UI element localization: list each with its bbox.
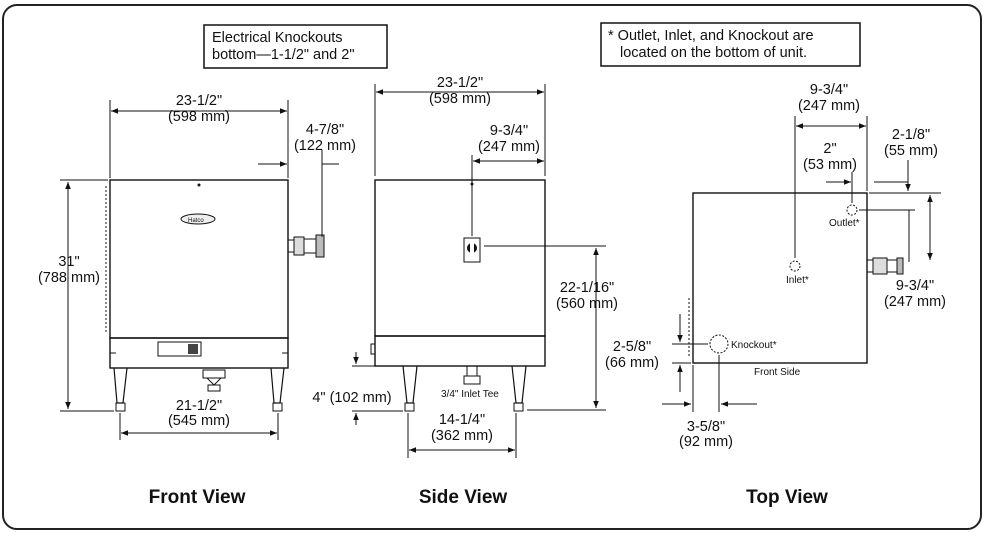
outer-frame bbox=[2, 4, 982, 530]
front-offset-mm: (122 mm) bbox=[294, 138, 356, 154]
side-legspan-mm: (362 mm) bbox=[431, 428, 493, 444]
side-dimension-labels: 23-1/2" (598 mm) 9-3/4" (247 mm) 22-1/16… bbox=[312, 75, 618, 508]
side-power-switch bbox=[463, 237, 481, 263]
top-view-drawing bbox=[688, 192, 904, 364]
front-offset-inch: 4-7/8" bbox=[306, 122, 344, 138]
top-dimension-labels: 9-3/4" (247 mm) 2" (53 mm) 2-1/8" (55 mm… bbox=[605, 82, 946, 508]
side-view-drawing bbox=[370, 179, 546, 412]
top-view-title: Top View bbox=[746, 487, 828, 508]
side-inlet-tee bbox=[463, 365, 481, 385]
top-knockout-x-mm: (92 mm) bbox=[679, 434, 733, 450]
front-view-drawing: Hatco bbox=[105, 179, 325, 412]
top-outlet-spacing-inch: 2" bbox=[823, 141, 836, 157]
top-knockout-y-mm: (66 mm) bbox=[605, 355, 659, 371]
side-height-inch: 22-1/16" bbox=[560, 280, 614, 296]
top-inlet-offset-mm: (247 mm) bbox=[798, 98, 860, 114]
front-width-mm: (598 mm) bbox=[168, 109, 230, 125]
knockouts-note: Electrical Knockouts bottom—1-1/2" and 2… bbox=[203, 24, 388, 69]
front-width-inch: 23-1/2" bbox=[176, 93, 222, 109]
top-outlet-edge-inch: 2-1/8" bbox=[892, 127, 930, 143]
front-dimension-labels: 23-1/2" (598 mm) 4-7/8" (122 mm) 31" (78… bbox=[38, 93, 356, 508]
knockouts-note-line1: Electrical Knockouts bbox=[212, 30, 343, 46]
top-outlet-circle bbox=[846, 204, 858, 216]
side-width-inch: 23-1/2" bbox=[437, 75, 483, 91]
top-front-side-label: Front Side bbox=[754, 367, 801, 378]
front-bottom-valve bbox=[202, 369, 226, 392]
side-inlet-label: 3/4" Inlet Tee bbox=[441, 389, 499, 400]
bottom-note: * Outlet, Inlet, and Knockout are locate… bbox=[600, 22, 861, 67]
top-cabinet bbox=[692, 192, 868, 364]
bottom-note-line2: located on the bottom of unit. bbox=[620, 45, 807, 61]
top-outlet-spacing-mm: (53 mm) bbox=[803, 157, 857, 173]
top-knockout-y-inch: 2-5/8" bbox=[613, 339, 651, 355]
front-height-inch: 31" bbox=[58, 254, 79, 270]
top-knockout-circle bbox=[709, 334, 729, 354]
side-legspan-inch: 14-1/4" bbox=[439, 412, 485, 428]
knockouts-note-line2: bottom—1-1/2" and 2" bbox=[212, 47, 355, 63]
top-outlet-depth-mm: (247 mm) bbox=[884, 294, 946, 310]
top-outlet-fitting bbox=[866, 257, 904, 275]
front-legspan-inch: 21-1/2" bbox=[176, 398, 222, 414]
top-inlet-offset-inch: 9-3/4" bbox=[810, 82, 848, 98]
bottom-note-line1: * Outlet, Inlet, and Knockout are bbox=[608, 28, 814, 44]
side-height-mm: (560 mm) bbox=[556, 296, 618, 312]
front-control-panel bbox=[157, 341, 202, 357]
front-height-mm: (788 mm) bbox=[38, 270, 100, 286]
side-center-mm: (247 mm) bbox=[478, 139, 540, 155]
top-dimension-lines bbox=[662, 116, 941, 412]
top-inlet-circle bbox=[789, 260, 801, 272]
front-dimension-lines bbox=[60, 100, 339, 440]
top-outlet-label: Outlet* bbox=[829, 218, 860, 229]
side-leg-height: 4" (102 mm) bbox=[312, 390, 391, 406]
side-width-mm: (598 mm) bbox=[429, 91, 491, 107]
top-outlet-edge-mm: (55 mm) bbox=[884, 143, 938, 159]
top-knockout-x-inch: 3-5/8" bbox=[687, 419, 725, 435]
front-logo-badge: Hatco bbox=[180, 213, 216, 225]
side-center-inch: 9-3/4" bbox=[490, 123, 528, 139]
svg-text:Hatco: Hatco bbox=[188, 218, 204, 224]
top-inlet-label: Inlet* bbox=[786, 275, 809, 286]
side-dimension-lines bbox=[352, 84, 606, 458]
top-knockout-label: Knockout* bbox=[731, 340, 777, 351]
top-outlet-depth-inch: 9-3/4" bbox=[896, 278, 934, 294]
front-outlet-fitting bbox=[287, 234, 325, 258]
front-legspan-mm: (545 mm) bbox=[168, 413, 230, 429]
front-view-title: Front View bbox=[149, 487, 246, 508]
side-view-title: Side View bbox=[419, 487, 508, 508]
